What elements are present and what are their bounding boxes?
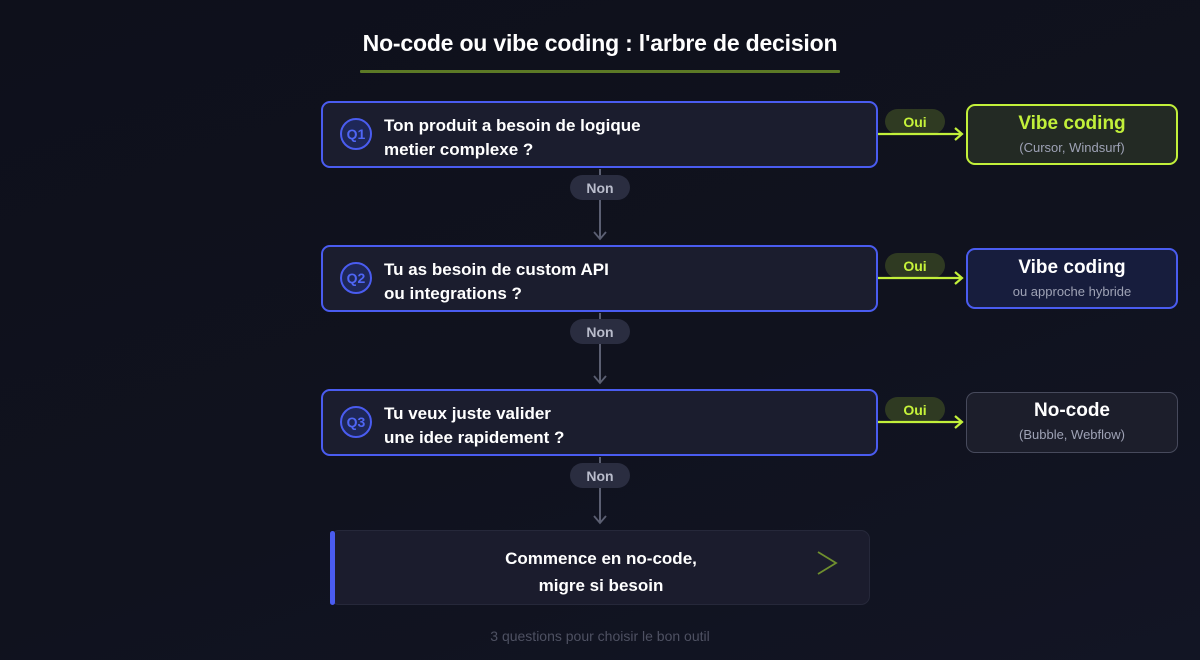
result-title: No-code bbox=[1034, 400, 1110, 421]
diagram-title: No-code ou vibe coding : l'arbre de deci… bbox=[362, 30, 838, 56]
final-recommendation-box: Commence en no-code, migre si besoin bbox=[330, 530, 870, 605]
result-box-vibe-coding: Vibe coding (Cursor, Windsurf) bbox=[966, 104, 1178, 165]
footer-caption: 3 questions pour choisir le bon outil bbox=[490, 628, 710, 644]
final-accent-bar bbox=[330, 531, 335, 605]
no-label-q2: Non bbox=[570, 319, 630, 344]
question-box-q2: Q2 Tu as besoin de custom API ou integra… bbox=[321, 245, 878, 312]
arrow-down-icon bbox=[593, 375, 607, 385]
question-text-q1: Ton produit a besoin de logique metier c… bbox=[384, 114, 641, 162]
question-line-1: Tu veux juste valider bbox=[384, 404, 551, 423]
result-title: Vibe coding bbox=[1018, 257, 1126, 278]
result-subtitle: ou approche hybride bbox=[1012, 284, 1132, 299]
connector-line bbox=[599, 169, 601, 239]
arrow-right-icon bbox=[878, 415, 964, 429]
question-box-q1: Q1 Ton produit a besoin de logique metie… bbox=[321, 101, 878, 168]
yes-label-q3: Oui bbox=[885, 397, 945, 422]
final-line-1: Commence en no-code, bbox=[505, 549, 697, 568]
question-text-q2: Tu as besoin de custom API ou integratio… bbox=[384, 258, 609, 306]
result-box-vibe-coding-hybrid: Vibe coding ou approche hybride bbox=[966, 248, 1178, 309]
title-underline bbox=[360, 70, 840, 73]
arrow-down-icon bbox=[593, 515, 607, 525]
no-label-q1: Non bbox=[570, 175, 630, 200]
arrow-right-icon bbox=[878, 127, 964, 141]
final-line-2: migre si besoin bbox=[538, 576, 664, 595]
question-box-q3: Q3 Tu veux juste valider une idee rapide… bbox=[321, 389, 878, 456]
question-badge-q2: Q2 bbox=[340, 262, 372, 294]
connector-line bbox=[599, 457, 601, 523]
arrow-right-icon bbox=[878, 271, 964, 285]
question-line-1: Tu as besoin de custom API bbox=[384, 260, 609, 279]
question-badge-q3: Q3 bbox=[340, 406, 372, 438]
no-label-q3: Non bbox=[570, 463, 630, 488]
question-line-1: Ton produit a besoin de logique bbox=[384, 116, 641, 135]
result-subtitle: (Bubble, Webflow) bbox=[1019, 427, 1125, 442]
question-badge-q1: Q1 bbox=[340, 118, 372, 150]
result-title: Vibe coding bbox=[1018, 113, 1126, 134]
arrow-down-icon bbox=[593, 231, 607, 241]
connector-line bbox=[599, 313, 601, 383]
question-line-2: une idee rapidement ? bbox=[384, 428, 565, 447]
result-subtitle: (Cursor, Windsurf) bbox=[1019, 140, 1125, 155]
chevron-right-icon bbox=[817, 551, 838, 575]
result-box-no-code: No-code (Bubble, Webflow) bbox=[966, 392, 1178, 453]
question-line-2: metier complexe ? bbox=[384, 140, 534, 159]
yes-label-q2: Oui bbox=[885, 253, 945, 278]
yes-label-q1: Oui bbox=[885, 109, 945, 134]
question-text-q3: Tu veux juste valider une idee rapidemen… bbox=[384, 402, 564, 450]
final-recommendation-text: Commence en no-code, migre si besoin bbox=[331, 545, 871, 599]
question-line-2: ou integrations ? bbox=[384, 284, 522, 303]
